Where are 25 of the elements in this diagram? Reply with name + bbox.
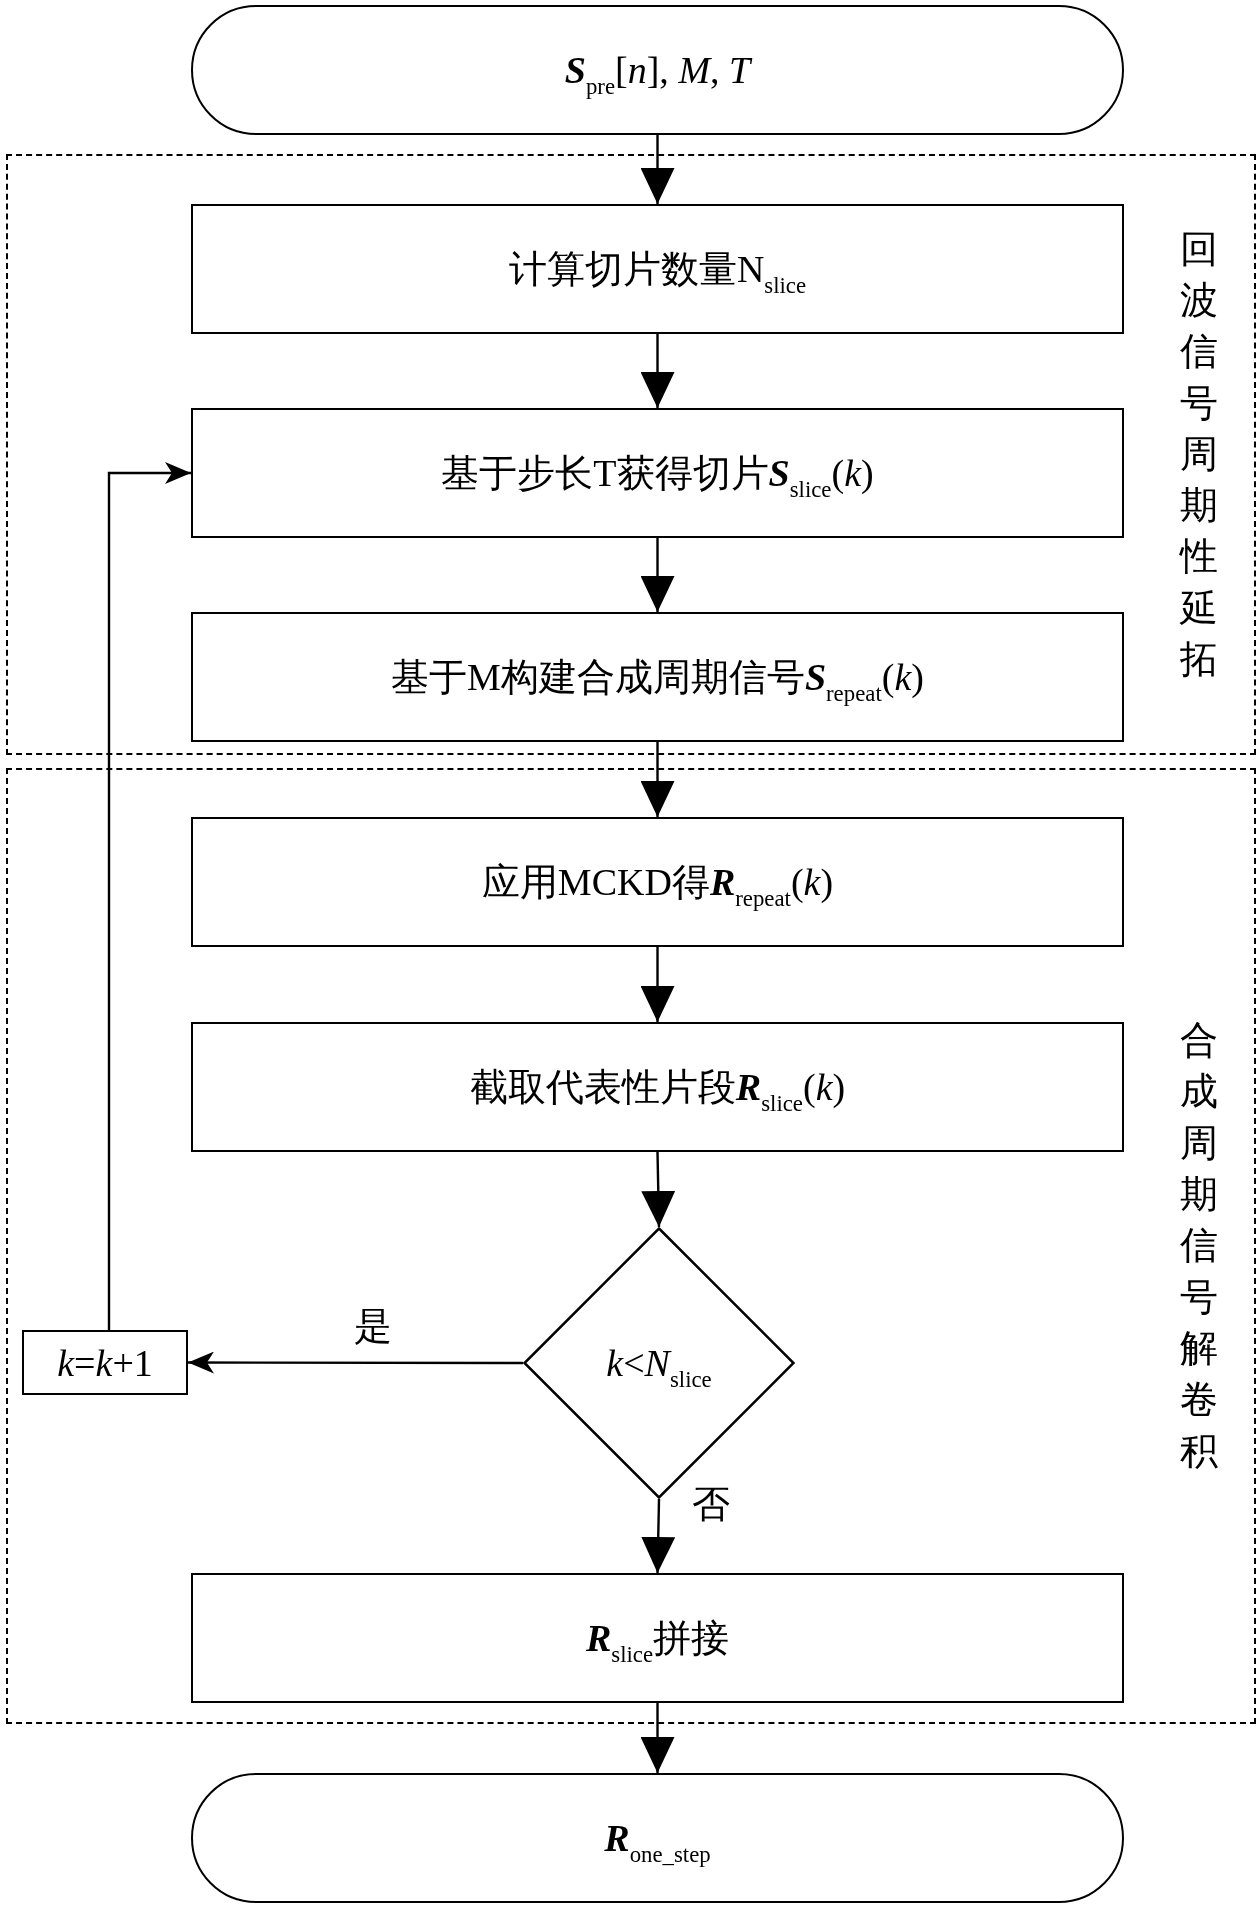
- arrow: [107, 462, 191, 1330]
- edge-label: 是: [354, 1307, 392, 1345]
- dashed-group-frame: [6, 768, 1256, 1724]
- process-box: 应用MCKD得R$_{repeat}$(k): [191, 817, 1124, 947]
- terminal-stadium: R$_{one_step}$: [191, 1773, 1124, 1903]
- arrow: [641, 1498, 676, 1574]
- arrow: [640, 334, 675, 408]
- group-label: 合成周期信号解卷积: [1180, 1018, 1218, 1474]
- edge-label: 否: [692, 1485, 730, 1523]
- process-box: R$_{slice}$拼接: [191, 1573, 1124, 1703]
- process-box: 截取代表性片段R$_{slice}$(k): [191, 1022, 1124, 1152]
- arrow: [640, 1703, 675, 1773]
- process-box: 基于M构建合成周期信号S$_{repeat}$(k): [191, 612, 1124, 742]
- process-box: 基于步长T获得切片S$_{slice}$(k): [191, 408, 1124, 538]
- arrow: [640, 135, 675, 204]
- arrow: [641, 1151, 676, 1228]
- arrow: [640, 538, 675, 612]
- group-label: 回波信号周期性延拓: [1180, 226, 1218, 683]
- dashed-group-frame: [6, 154, 1256, 755]
- arrow: [640, 947, 675, 1022]
- arrow: [640, 742, 675, 817]
- process-box: k=k+1: [22, 1330, 188, 1395]
- process-box: 计算切片数量N$_{slice}$: [191, 204, 1124, 334]
- arrow: [188, 1351, 523, 1374]
- terminal-stadium: S$_{pre}$[n], M, T: [191, 5, 1124, 135]
